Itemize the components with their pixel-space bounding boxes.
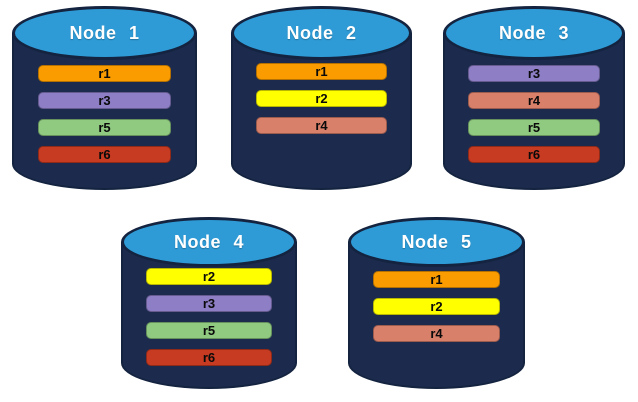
cylinder-top-ellipse: Node 5 xyxy=(348,217,525,267)
replica-label: r1 xyxy=(98,66,111,81)
replica-bar-r2: r2 xyxy=(372,298,501,315)
replica-label: r5 xyxy=(98,120,111,135)
node-cylinder-5: Node 5 r1 r2 r4 xyxy=(348,217,525,389)
replica-bar-r1: r1 xyxy=(372,271,501,288)
replica-label: r6 xyxy=(527,147,541,162)
replica-bar-r5: r5 xyxy=(37,119,172,136)
replica-bar-r1: r1 xyxy=(37,65,172,82)
replica-label: r1 xyxy=(315,64,328,79)
replica-bar-r4: r4 xyxy=(256,117,387,134)
cylinder-top-ellipse: Node 3 xyxy=(443,6,625,60)
replica-list: r3 r4 r5 r6 xyxy=(468,65,600,163)
replica-label: r3 xyxy=(98,93,111,108)
replica-bar-r3: r3 xyxy=(468,65,600,82)
replica-label: r3 xyxy=(527,66,541,81)
replica-bar-r6: r6 xyxy=(468,146,600,163)
replica-bar-r4: r4 xyxy=(372,325,501,342)
node-cylinder-4: Node 4 r2 r3 r5 r6 xyxy=(121,217,297,389)
replica-label: r5 xyxy=(527,120,541,135)
replica-list: r1 r2 r4 xyxy=(372,271,501,342)
node-title: Node 3 xyxy=(498,22,569,43)
replica-label: r2 xyxy=(315,91,328,106)
cylinder-top-ellipse: Node 1 xyxy=(12,6,197,60)
replica-bar-r5: r5 xyxy=(145,322,273,339)
replica-bar-r3: r3 xyxy=(145,295,273,312)
replica-label: r2 xyxy=(202,269,216,284)
node-cylinder-1: Node 1 r1 r3 r5 r6 xyxy=(12,6,197,190)
replica-list: r1 r3 r5 r6 xyxy=(37,65,172,163)
replica-bar-r1: r1 xyxy=(256,63,387,80)
node-title: Node 5 xyxy=(401,231,472,252)
replica-bar-r6: r6 xyxy=(145,349,273,366)
replica-list: r2 r3 r5 r6 xyxy=(145,268,273,366)
node-cylinder-3: Node 3 r3 r4 r5 r6 xyxy=(443,6,625,190)
replica-bar-r6: r6 xyxy=(37,146,172,163)
replica-label: r4 xyxy=(315,118,328,133)
replica-label: r4 xyxy=(430,326,443,341)
cylinder-top-ellipse: Node 4 xyxy=(121,217,297,267)
replica-label: r1 xyxy=(430,272,443,287)
replica-label: r2 xyxy=(430,299,443,314)
replica-label: r6 xyxy=(202,350,216,365)
node-title: Node 1 xyxy=(69,22,140,43)
replica-label: r5 xyxy=(202,323,216,338)
replica-bar-r3: r3 xyxy=(37,92,172,109)
replica-bar-r2: r2 xyxy=(256,90,387,107)
replica-label: r6 xyxy=(98,147,111,162)
replica-bar-r2: r2 xyxy=(145,268,273,285)
replica-bar-r5: r5 xyxy=(468,119,600,136)
replica-label: r3 xyxy=(202,296,216,311)
cylinder-top-ellipse: Node 2 xyxy=(231,6,412,60)
replica-bar-r4: r4 xyxy=(468,92,600,109)
node-cylinder-2: Node 2 r1 r2 r4 xyxy=(231,6,412,190)
replica-label: r4 xyxy=(527,93,541,108)
node-title: Node 4 xyxy=(173,231,244,252)
node-title: Node 2 xyxy=(286,22,357,43)
replica-list: r1 r2 r4 xyxy=(256,63,387,134)
